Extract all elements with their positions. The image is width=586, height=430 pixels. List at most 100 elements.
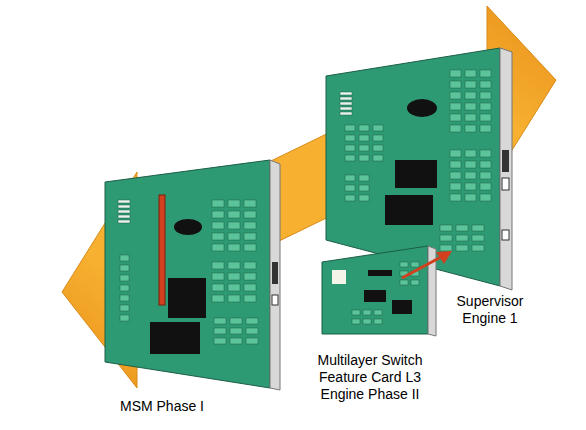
chip: [472, 225, 484, 231]
chip: [246, 328, 258, 334]
chip: [212, 200, 224, 207]
chip: [212, 222, 224, 229]
chip: [465, 125, 476, 132]
chip: [359, 175, 369, 181]
chip: [359, 145, 369, 151]
chip: [450, 183, 461, 190]
chip: [244, 244, 256, 251]
chip: [411, 262, 419, 267]
chip: [340, 102, 352, 105]
chip: [465, 161, 476, 168]
chip: [440, 235, 452, 241]
chip: [230, 328, 242, 334]
chip: [228, 200, 240, 207]
chip: [465, 114, 476, 121]
chip: [345, 135, 355, 141]
chip: [212, 233, 224, 240]
chip: [363, 319, 371, 324]
chip: [352, 319, 360, 324]
chip: [480, 92, 491, 99]
chip: [212, 295, 224, 302]
chip: [228, 284, 240, 291]
chip: [118, 205, 130, 208]
chip: [244, 273, 256, 280]
chip: [212, 244, 224, 251]
chip: [345, 175, 355, 181]
chip: [345, 145, 355, 151]
chip: [118, 200, 130, 203]
chip: [228, 273, 240, 280]
chip: [214, 328, 226, 334]
chip: [465, 81, 476, 88]
chip: [465, 92, 476, 99]
msfc-card: [322, 246, 436, 336]
chip: [480, 172, 491, 179]
chip: [244, 262, 256, 269]
chip: [373, 125, 383, 131]
chip: [228, 262, 240, 269]
chip: [244, 284, 256, 291]
chip: [359, 185, 369, 191]
chip: [212, 273, 224, 280]
msm-card: [105, 160, 280, 390]
chip: [450, 92, 461, 99]
chip: [212, 284, 224, 291]
chip: [228, 222, 240, 229]
card-label: MSM Phase I: [92, 398, 232, 415]
chip: [480, 161, 491, 168]
chip: [450, 194, 461, 201]
chip: [456, 245, 468, 251]
chip: [340, 97, 352, 100]
chip: [480, 81, 491, 88]
chip: [400, 280, 408, 285]
chip: [359, 125, 369, 131]
card-label: Supervisor Engine 1: [440, 293, 540, 327]
chip: [120, 285, 129, 291]
install-arrow: [402, 257, 441, 278]
chip: [480, 125, 491, 132]
chip: [450, 114, 461, 121]
chip: [340, 107, 352, 110]
chip: [440, 225, 452, 231]
chip: [465, 150, 476, 157]
chip: [345, 195, 355, 201]
chip: [374, 310, 382, 315]
chip: [230, 318, 242, 324]
chip: [359, 155, 369, 161]
chip: [228, 233, 240, 240]
chip: [450, 150, 461, 157]
chip: [352, 310, 360, 315]
chip: [456, 235, 468, 241]
chip: [345, 155, 355, 161]
chip: [228, 295, 240, 302]
chip: [411, 280, 419, 285]
chip: [340, 92, 352, 95]
chip: [120, 265, 129, 271]
chip: [244, 200, 256, 207]
chip: [450, 70, 461, 77]
chip: [450, 161, 461, 168]
chip: [480, 183, 491, 190]
chip: [480, 70, 491, 77]
chip: [450, 172, 461, 179]
chip: [465, 172, 476, 179]
chip: [212, 262, 224, 269]
double-arrow: [62, 6, 556, 388]
chip: [456, 225, 468, 231]
chip: [120, 255, 129, 261]
chip: [244, 222, 256, 229]
chip: [244, 295, 256, 302]
chip: [373, 135, 383, 141]
chip: [440, 245, 452, 251]
install-arrow-head: [436, 251, 452, 264]
chip: [359, 195, 369, 201]
chip: [465, 183, 476, 190]
chip: [228, 244, 240, 251]
chip: [230, 338, 242, 344]
chip: [480, 103, 491, 110]
chip: [120, 305, 129, 311]
chip: [246, 338, 258, 344]
chip: [465, 103, 476, 110]
chip: [214, 338, 226, 344]
